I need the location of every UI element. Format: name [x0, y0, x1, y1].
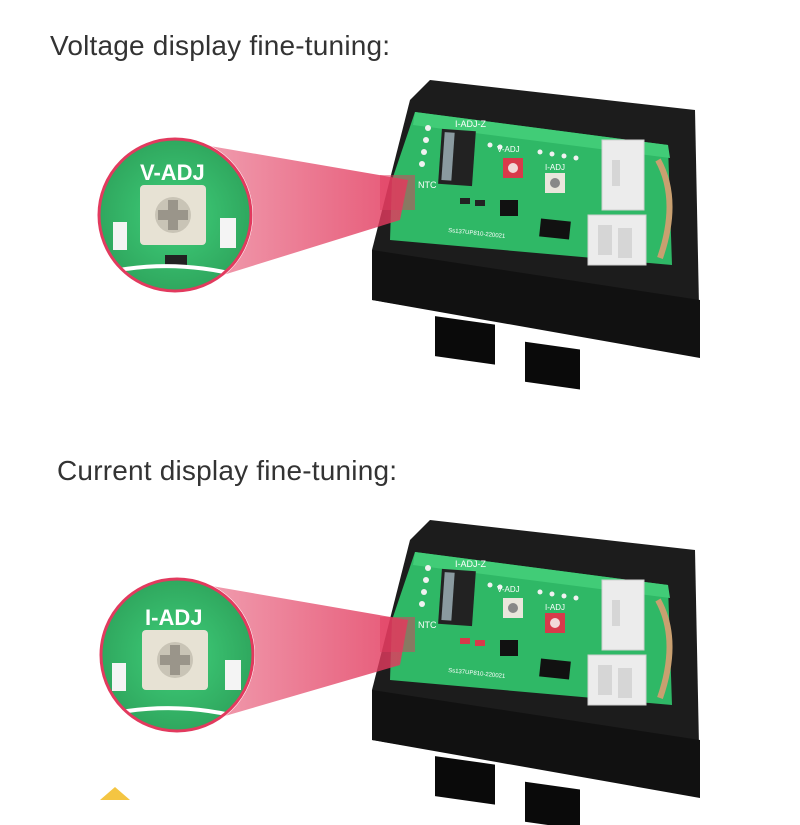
highlight-target — [380, 175, 415, 210]
zoom-label: I-ADJ — [145, 605, 202, 630]
connector-top — [601, 139, 645, 211]
label-i-adj: I-ADJ — [545, 603, 565, 612]
label-v-adj: V-ADJ — [497, 145, 520, 154]
decor-corner-mark — [100, 787, 130, 800]
connector-bottom — [587, 214, 647, 266]
zoom-label: V-ADJ — [140, 160, 205, 185]
label-i-adj-z: I-ADJ-Z — [455, 119, 486, 129]
connector-top — [601, 579, 645, 651]
voltage-caption: Voltage display fine-tuning: — [50, 30, 391, 61]
pcb-board: I-ADJ-Z V-ADJ I-ADJ NTC Ss137UP810-22002… — [390, 112, 673, 266]
pcb-board: I-ADJ-Z V-ADJ I-ADJ NTC Ss137UP810-22002… — [390, 552, 673, 706]
current-scene: I-ADJ-Z V-ADJ I-ADJ NTC Ss137UP810-22002… — [99, 520, 700, 825]
voltage-scene: I-ADJ-Z V-ADJ I-ADJ NTC Ss137UP810-22002… — [97, 80, 700, 390]
highlight-target — [380, 617, 415, 652]
connector-bottom — [587, 654, 647, 706]
zoom-inset: I-ADJ — [99, 577, 255, 733]
current-caption: Current display fine-tuning: — [57, 455, 398, 486]
label-i-adj-z: I-ADJ-Z — [455, 559, 486, 569]
zoom-inset: V-ADJ — [97, 137, 253, 293]
label-ntc: NTC — [418, 180, 437, 190]
label-i-adj: I-ADJ — [545, 163, 565, 172]
label-ntc: NTC — [418, 620, 437, 630]
label-v-adj: V-ADJ — [497, 585, 520, 594]
